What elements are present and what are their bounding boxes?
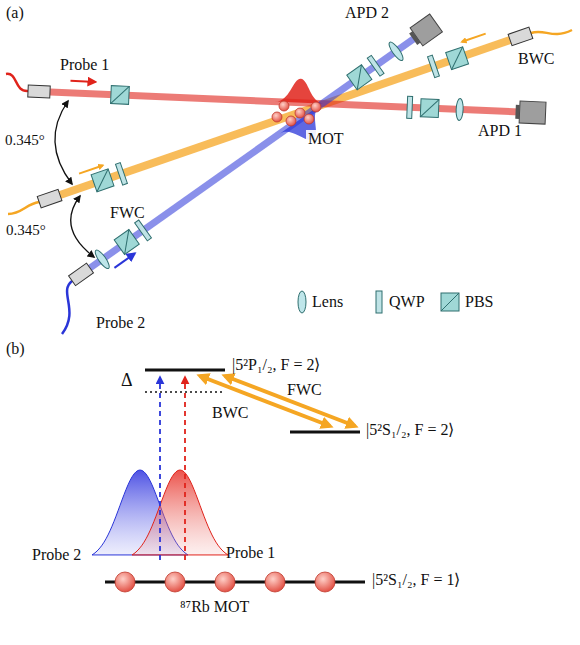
beam-label: Probe 2 [96,314,145,332]
fiber [8,202,39,214]
panel-label: (b) [6,340,25,358]
level-label: |5²S₁/₂, F = 1⟩ [372,571,460,589]
trap-label: MOT [306,130,346,148]
legend-label: QWP [389,293,425,311]
probe-beam [28,67,547,124]
spectrum-label: Probe 2 [32,546,81,564]
panel-label: (a) [6,4,24,22]
detuning-label: Δ [121,371,133,391]
atom-cloud [272,101,321,126]
detector-label: APD 1 [478,122,522,140]
lens-symbol [298,291,306,313]
legend-label: Lens [312,293,343,311]
fiber [62,281,72,334]
probe-spectrum [132,470,228,555]
beam-label: Probe 1 [60,56,109,74]
pbs-symbol [441,293,459,311]
coupling-beam [35,20,535,213]
legend-label: PBS [465,293,493,311]
beam-label: FWC [287,381,322,399]
atom-label: ⁸⁷Rb MOT [180,598,249,616]
angle-label: 0.345° [5,132,45,149]
fiber [531,30,572,34]
fiber [6,74,28,91]
level-label: |5²S₁/₂, F = 2⟩ [366,421,454,439]
angle-arc [71,196,94,257]
probe-beam [66,14,450,300]
beam-label: BWC [518,50,554,68]
beam-label: FWC [110,204,145,222]
beam-label: BWC [212,404,248,422]
level-label: |5²P₁/₂, F = 2⟩ [232,356,320,374]
detector-label: APD 2 [345,4,389,22]
angle-label: 0.345° [6,222,46,239]
level-diagram [92,370,365,592]
spectrum-label: Probe 1 [226,544,275,562]
angle-arc [55,101,72,184]
qwp-symbol [376,291,382,313]
